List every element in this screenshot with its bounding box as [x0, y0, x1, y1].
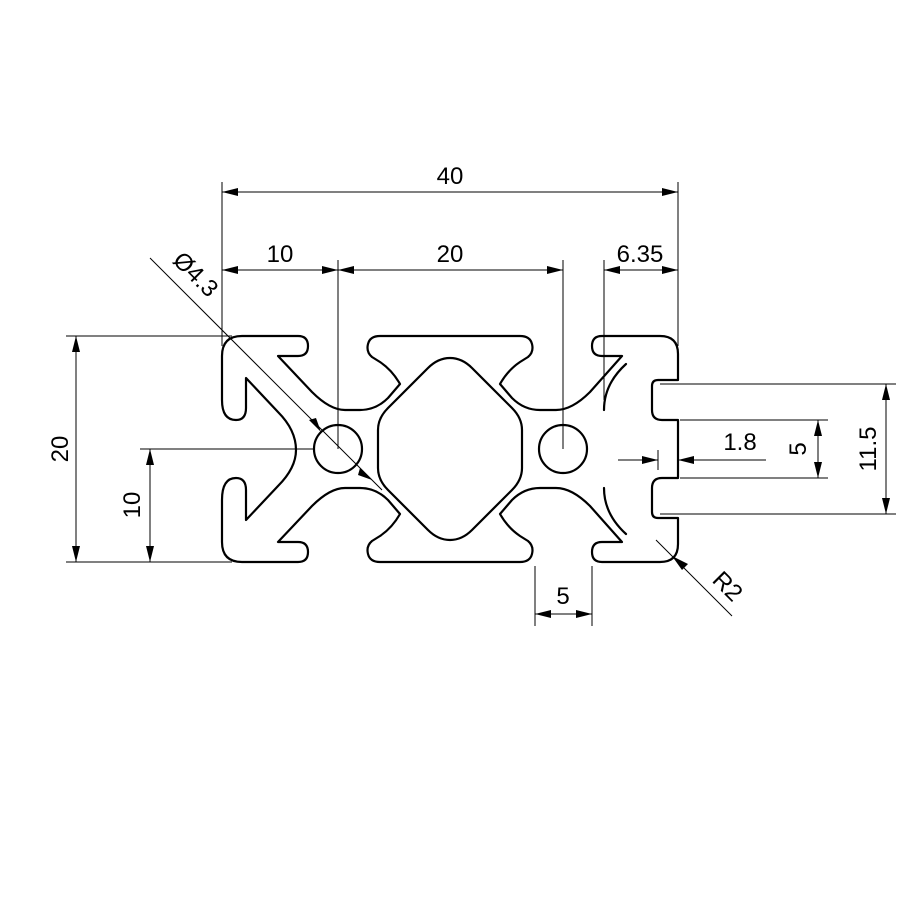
- dim-lip-thickness-label: 1.8: [723, 429, 756, 456]
- dim-corner-radius: R2: [655, 539, 748, 617]
- dim-right-slot: 6.35: [603, 241, 678, 400]
- dim-slot-depth-label: 11.5: [855, 427, 882, 472]
- dim-overall-width: 40: [221, 163, 679, 346]
- dim-slot-opening-right-label: 5: [785, 442, 812, 455]
- dim-overall-height: 20: [47, 335, 232, 563]
- dim-half-height-label: 10: [119, 492, 146, 519]
- dim-overall-width-label: 40: [437, 163, 464, 190]
- dim-hole-spacing-label: 20: [437, 241, 464, 268]
- dim-slot-depth: 11.5: [660, 383, 896, 515]
- dim-hole-positions: 10 20: [222, 241, 564, 449]
- dim-hole-diameter-label: Ø4.3: [167, 247, 223, 303]
- dim-half-height: 10: [119, 448, 314, 562]
- dim-overall-height-label: 20: [47, 436, 74, 463]
- dim-hole-diameter: Ø4.3: [149, 247, 383, 491]
- dim-slot-opening-right: 5: [680, 419, 828, 479]
- dim-right-slot-label: 6.35: [617, 241, 664, 268]
- dim-slot-opening-bottom-label: 5: [556, 583, 569, 610]
- dim-corner-radius-label: R2: [707, 566, 748, 607]
- dim-lip-thickness: 1.8: [618, 429, 766, 470]
- dim-left-offset-label: 10: [267, 241, 294, 268]
- dim-slot-opening-bottom: 5: [534, 566, 593, 626]
